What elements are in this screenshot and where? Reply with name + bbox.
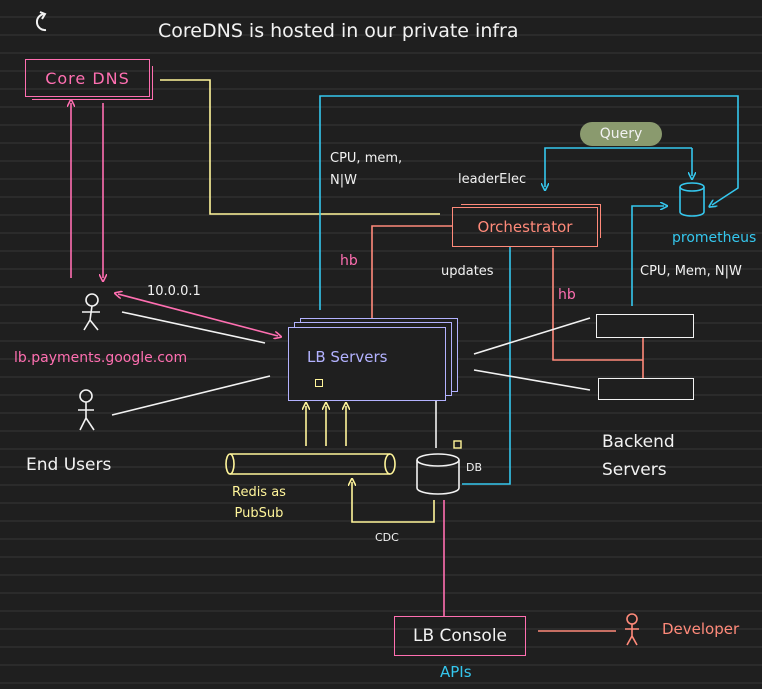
lb-servers-box[interactable]: LB Servers [288, 327, 446, 401]
dns-orchestrator-line [160, 79, 440, 215]
query-to-leader-arrow [545, 147, 692, 187]
user2-to-lb-line [111, 375, 271, 416]
core-dns-label: Core DNS [45, 68, 130, 88]
leader-elec-label: leaderElec [458, 172, 527, 187]
lb-servers-label: LB Servers [307, 348, 388, 366]
prometheus-icon [679, 182, 705, 217]
redis-label: Redis as PubSub [232, 485, 286, 521]
lb-console-label: LB Console [412, 626, 508, 646]
lb-console-box[interactable]: LB Console [394, 616, 526, 656]
lb-indicator [315, 379, 323, 387]
lb-to-prometheus-line [319, 95, 739, 310]
backend-to-prometheus-arrow [631, 206, 664, 306]
cdc-label: CDC [375, 531, 399, 544]
lb-to-backend-1-line [473, 317, 591, 355]
ip-arrow [118, 294, 278, 336]
cdc-line [352, 482, 435, 523]
orchestrator-label: Orchestrator [477, 218, 573, 236]
developer-label: Developer [662, 620, 740, 638]
backend-server-2[interactable] [598, 378, 694, 400]
stick-figure-icon [625, 613, 639, 646]
cpu-mem-nw-label: CPU, mem, N|W [330, 151, 403, 188]
backend-servers-label: Backend Servers [602, 432, 675, 480]
query-badge: Query [580, 122, 662, 146]
prometheus-label: prometheus [672, 230, 757, 246]
database-icon [416, 453, 460, 495]
refresh-icon [35, 11, 47, 32]
hb-label-1: hb [340, 253, 358, 269]
lb-hb-line [371, 225, 452, 320]
query-label: Query [599, 126, 643, 142]
db-label: DB [466, 461, 483, 474]
domain-label: lb.payments.google.com [14, 350, 188, 366]
lb-to-backend-2-line [473, 369, 591, 391]
ip-label: 10.0.0.1 [147, 284, 201, 299]
backend-server-1[interactable] [596, 314, 694, 338]
pipe-icon [225, 453, 396, 475]
apis-label: APIs [440, 663, 472, 681]
stick-figure-icon [78, 389, 95, 431]
page-title: CoreDNS is hosted in our private infra [158, 20, 519, 42]
stick-figure-icon [82, 293, 100, 331]
end-users-label: End Users [26, 455, 112, 475]
db-to-orchestrator-line [462, 247, 511, 485]
backend-hb-line [552, 248, 643, 361]
orchestrator-box[interactable]: Orchestrator [452, 207, 598, 247]
db-indicator [453, 440, 462, 449]
updates-label: updates [441, 264, 494, 279]
core-dns-box[interactable]: Core DNS [25, 59, 150, 97]
hb-label-2: hb [558, 287, 576, 303]
cpu-mem-nw-2-label: CPU, Mem, N|W [640, 264, 742, 279]
